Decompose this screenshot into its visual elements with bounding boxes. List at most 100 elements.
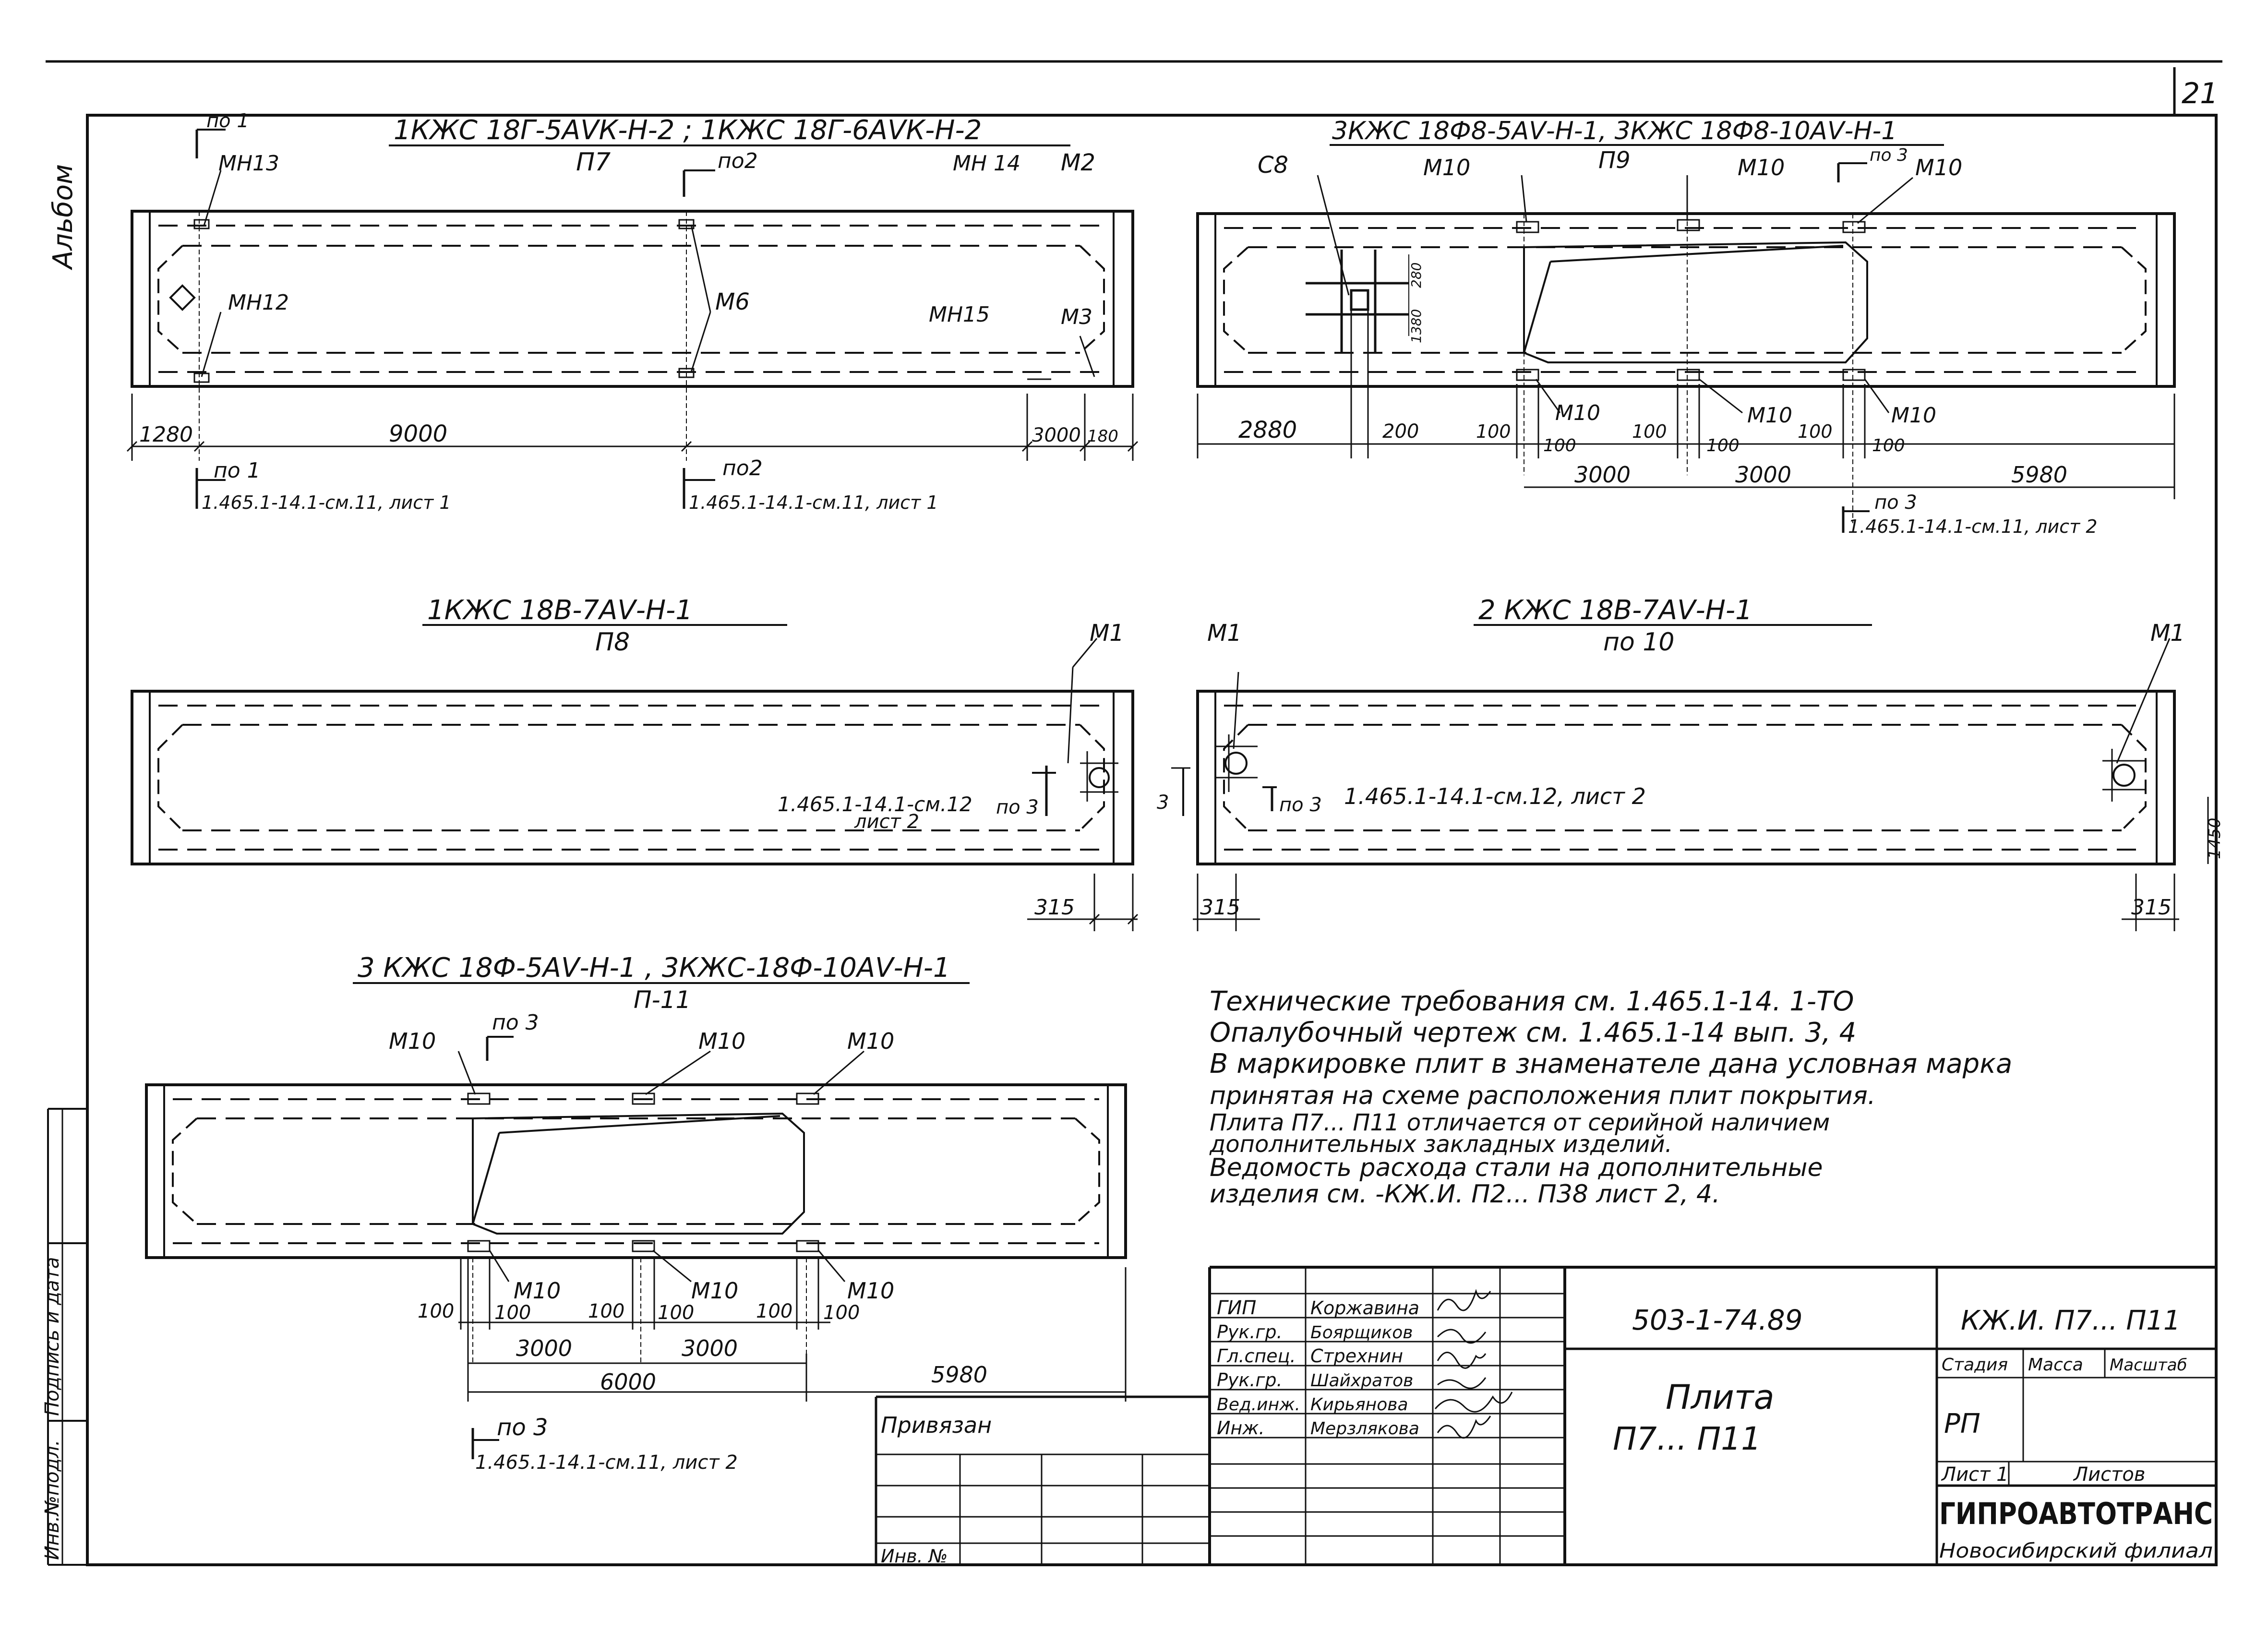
label-mn13: МН13 (218, 151, 279, 176)
name-3: Стрехнин (1310, 1345, 1403, 1367)
ref-po2-text: 1.465.1-14.1-см.11, лист 1 (689, 492, 938, 513)
label-m10-p9-d: М10 (1555, 401, 1600, 425)
label-m10-p11-b: М10 (698, 1028, 745, 1054)
plate-p9-subtitle: П9 (1598, 147, 1631, 174)
role-inzh: Инж. (1217, 1417, 1265, 1439)
sheet-number: 21 (2182, 77, 2218, 110)
org-branch: Новосибирский филиал (1939, 1539, 2213, 1562)
plate-p11-title: 3 КЖС 18Ф-5АⅤ-Н-1 , 3КЖС-18Ф-10АⅤ-Н-1 (358, 952, 950, 984)
label-m10-p11-f: М10 (847, 1278, 894, 1304)
dim-315-p8: 315 (1034, 895, 1075, 920)
plate-p10-subtitle: по 10 (1603, 628, 1675, 657)
dim-315-p10-a: 315 (1200, 895, 1240, 920)
mark-code: КЖ.И. П7... П11 (1961, 1305, 2181, 1336)
stage-header: Стадия (1942, 1355, 2008, 1375)
label-po2-top: по2 (718, 149, 758, 173)
bound-label: Привязан (881, 1412, 992, 1438)
org-name: ГИПРОАВТОТРАНС (1939, 1496, 2213, 1531)
name-4: Шайхратов (1310, 1371, 1413, 1391)
plate-p10-title: 2 КЖС 18В-7АⅤ-Н-1 (1478, 595, 1752, 626)
dim-100-p9-c: 100 (1632, 421, 1667, 442)
name-2: Боярщиков (1310, 1323, 1413, 1343)
name-1: Коржавина (1310, 1297, 1419, 1319)
label-d3: 3 (1157, 792, 1169, 814)
label-c8: С8 (1258, 152, 1288, 179)
name-6: Мерзлякова (1310, 1419, 1419, 1439)
plate-p11-subtitle: П-11 (634, 986, 691, 1014)
note-line-5: Плита П7... П11 отличается от серийной н… (1210, 1109, 1830, 1136)
album-mark: Альбом (48, 164, 79, 270)
label-m1-p10-b: М1 (2150, 620, 2185, 647)
note-line-6: дополнительных закладных изделий. (1209, 1131, 1672, 1158)
label-d1380: 1380 (1408, 309, 1424, 343)
label-d1450: 1450 (2205, 817, 2224, 859)
ref-p8-text: 1.465.1-14.1-см.12 (778, 792, 972, 816)
label-d280: 280 (1408, 263, 1424, 288)
dim-3000-p9-b: 3000 (1735, 462, 1791, 488)
plate-p9-outline (1196, 162, 2176, 523)
plate-p9: 3КЖС 18Ф8-5АⅤ-Н-1, 3КЖС 18Ф8-10АⅤ-Н-1 П9 (1196, 117, 2176, 537)
mass-header: Масса (2028, 1355, 2083, 1375)
plate-p9-dimensions (1197, 298, 2175, 533)
label-m10-p11-a: М10 (389, 1028, 436, 1054)
plate-p10-outline (1171, 638, 2209, 931)
note-line-8: изделия см. -КЖ.И. П2... П38 лист 2, 4. (1210, 1180, 1720, 1209)
role-ruk-gr-2: Рук.гр. (1217, 1369, 1283, 1391)
label-m10-p11-c: М10 (847, 1028, 894, 1054)
ref-po3-p11-text: 1.465.1-14.1-см.11, лист 2 (475, 1452, 738, 1474)
plate-p8: 1КЖС 18В-7АⅤ-Н-1 П8 М1 (131, 595, 1139, 931)
dim-100-p11-e: 100 (756, 1300, 792, 1322)
role-gl-spec: Гл.спец. (1217, 1345, 1296, 1367)
dim-200-p9: 200 (1382, 420, 1419, 443)
role-ved-inzh: Вед.инж. (1217, 1395, 1300, 1415)
title-block-roles: ГИП Рук.гр. Гл.спец. Рук.гр. Вед.инж. Ин… (1217, 1297, 1419, 1439)
note-line-2: Опалубочный чертеж см. 1.465.1-14 вып. 3… (1210, 1017, 1856, 1048)
dim-5980-p11: 5980 (931, 1362, 987, 1388)
ref-p10-mark: по 3 (1279, 794, 1322, 816)
dim-2880: 2880 (1238, 417, 1297, 444)
dim-100-p11-f: 100 (823, 1302, 860, 1324)
label-m1-p10-a: М1 (1207, 620, 1242, 647)
label-m1-p8: М1 (1090, 620, 1124, 647)
note-line-7: Ведомость расхода стали на дополнительны… (1210, 1153, 1823, 1182)
dim-100-p9-e: 100 (1798, 421, 1833, 442)
sheets-label: Листов (2073, 1464, 2145, 1486)
ref-p10-text: 1.465.1-14.1-см.12, лист 2 (1344, 783, 1646, 809)
dim-180: 180 (1087, 427, 1118, 446)
sheet-frame (46, 60, 2222, 1566)
label-mn12: МН12 (228, 290, 289, 315)
technical-notes: Технические требования см. 1.465.1-14. 1… (1209, 986, 2012, 1209)
label-m10-p11-d: М10 (514, 1278, 561, 1304)
plate-p7-dimensions (126, 394, 1139, 509)
label-mn14: МН 14 (953, 151, 1020, 176)
dim-5980-p9: 5980 (2011, 462, 2067, 488)
ref-po1-mark: по 1 (214, 458, 261, 483)
name-5: Кирьянова (1310, 1395, 1408, 1415)
inv-no-label: Инв. № (881, 1546, 948, 1567)
ref-po3-p9-mark: по 3 (1874, 492, 1917, 514)
scale-header: Масштаб (2110, 1356, 2187, 1375)
doc-code: 503-1-74.89 (1632, 1304, 1803, 1336)
plate-p7-subtitle: П7 (576, 148, 611, 177)
title-block (875, 1266, 2216, 1565)
dim-100-p11-b: 100 (494, 1302, 531, 1324)
dim-3000-p11-b: 3000 (682, 1335, 738, 1361)
label-po1-top: по 1 (206, 110, 249, 132)
dim-6000: 6000 (600, 1369, 656, 1395)
dim-100-p11-d: 100 (658, 1302, 694, 1324)
label-m10-p9-c: М10 (1915, 155, 1962, 180)
label-m10-p9-a: М10 (1423, 155, 1470, 180)
plate-p8-outline (131, 638, 1139, 931)
dim-100-p9-a: 100 (1476, 421, 1511, 442)
plate-p8-title: 1КЖС 18В-7АⅤ-Н-1 (427, 595, 693, 626)
label-m3: М3 (1061, 305, 1092, 329)
plate-p7-outline (131, 129, 1134, 461)
item-name: Плита (1666, 1378, 1775, 1417)
label-m10-p9-f: М10 (1891, 403, 1936, 428)
role-ruk-gr-1: Рук.гр. (1217, 1321, 1283, 1343)
ref-po3-p9-text: 1.465.1-14.1-см.11, лист 2 (1848, 516, 2098, 537)
ref-p8-mark: по 3 (996, 796, 1039, 818)
ref-po1-text: 1.465.1-14.1-см.11, лист 1 (202, 492, 451, 513)
plate-p11-dimensions (458, 1258, 1127, 1459)
dim-3000-p7: 3000 (1032, 424, 1081, 446)
